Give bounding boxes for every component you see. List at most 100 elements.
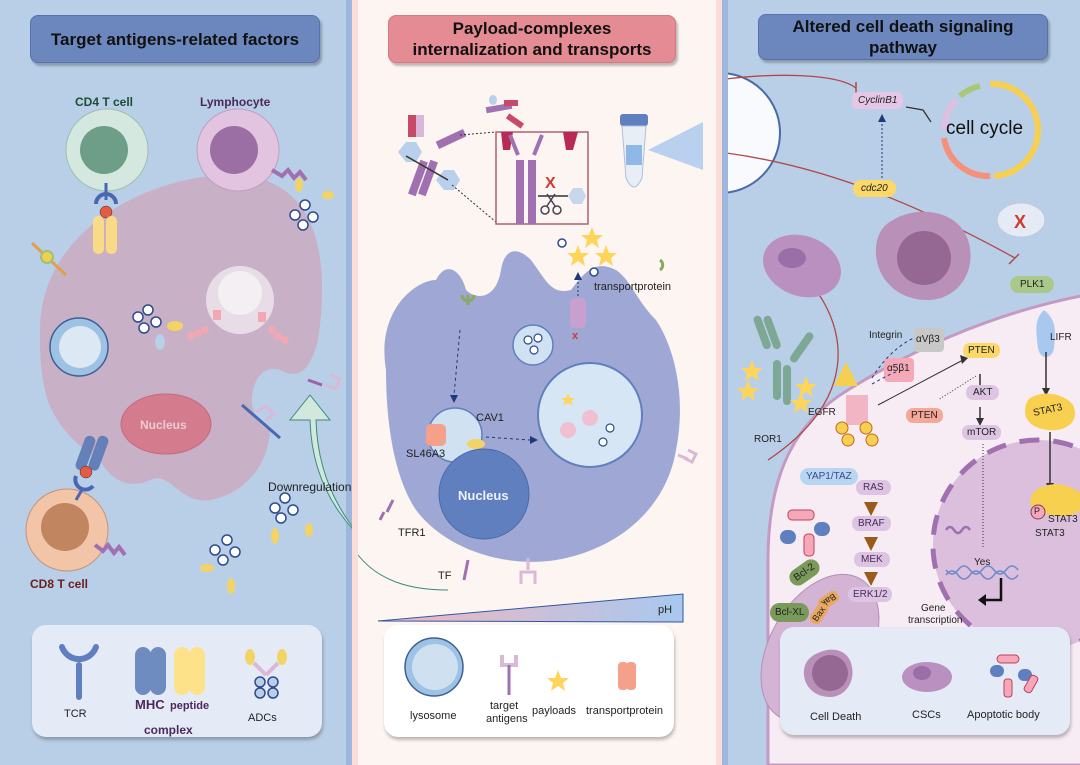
label-cd4-t-cell: CD4 T cell (75, 95, 134, 109)
panel-cell-death-signaling: Altered cell death signaling pathway (722, 0, 1080, 765)
label-p: P (1034, 506, 1041, 516)
adc-antibody-icon (753, 315, 814, 405)
node-braf: BRAF (852, 516, 891, 531)
tcr-icon (59, 644, 99, 663)
legend-peptide-label: peptide (170, 700, 210, 712)
title-line-2: internalization and transports (412, 40, 652, 59)
node-cdc20: cdc20 (853, 180, 896, 197)
antibody-icon (398, 115, 467, 197)
node-plk1: PLK1 (1010, 276, 1055, 293)
node-yap1-taz: YAP1/TAZ (800, 468, 858, 485)
integrin-avb3 (914, 328, 944, 352)
legend-target-label-2: antigens (486, 713, 528, 725)
legend-cell-death-label: Cell Death (810, 711, 862, 723)
legend-complex-label: complex (144, 723, 193, 737)
target-antigen-legend-icon (500, 655, 518, 667)
vial-icon (620, 114, 648, 188)
legend-apoptotic-body-label: Apoptotic body (967, 709, 1040, 721)
svg-text:x: x (572, 330, 579, 342)
label-cell-cycle: cell cycle (946, 118, 1024, 139)
apoptotic-body-legend-icon (990, 654, 1039, 698)
integrin-a5b1 (884, 358, 914, 382)
node-stat3-dimer: STAT3 (1035, 528, 1065, 539)
label-yes: Yes (974, 557, 991, 568)
legend-lysosome-label: lysosome (410, 710, 457, 722)
title-line-1: Payload-complexes (452, 19, 612, 38)
peptide-icon (174, 647, 205, 695)
egfr-ligand (834, 362, 858, 386)
title-text: Target antigens-related factors (50, 29, 300, 49)
mitosis-block-icon (996, 202, 1046, 238)
left-illustration (25, 108, 352, 594)
scissors-icon (540, 193, 562, 215)
downregulation-arrow (288, 394, 352, 529)
payload-stars (567, 227, 617, 266)
ph-gradient-wedge (377, 593, 684, 623)
label-transcription: transcription (908, 615, 963, 626)
target-antigen-icons (378, 258, 699, 584)
lifr-receptor (1036, 310, 1055, 357)
legend-transportprotein-label: transportprotein (586, 705, 664, 717)
label-transportprotein: transportprotein (594, 281, 672, 293)
legend-tcr-label: TCR (64, 708, 87, 720)
csc-legend-icon (902, 662, 952, 692)
label-nucleus-left: Nucleus (140, 418, 187, 432)
nucleus-middle (438, 448, 530, 540)
adc-legend-icon (245, 649, 287, 699)
node-mek: MEK (854, 552, 890, 567)
middle-illustration: X x (358, 95, 703, 623)
transportprotein-channel (570, 298, 586, 328)
label-lymphocyte: Lymphocyte (200, 95, 271, 109)
dna-icon (945, 565, 1019, 580)
panel-title-cell-death: Altered cell death signaling pathway (758, 14, 1048, 60)
svg-text:X: X (1014, 212, 1026, 232)
label-sl46a3: SL46A3 (406, 448, 446, 460)
apoptotic-body-icon (780, 509, 830, 557)
mhc-icon (135, 647, 166, 695)
legend-adcs-label: ADCs (248, 712, 277, 724)
cleavage-zoom-box (495, 131, 589, 225)
node-mtor: mTOR (962, 425, 1002, 440)
tumor-cell (40, 175, 323, 501)
label-cd8-t-cell: CD8 T cell (30, 577, 89, 591)
legend-right: Cell Death CSCs Apoptotic body (780, 627, 1070, 735)
node-akt: AKT (966, 385, 1000, 400)
label-gene: Gene (921, 603, 946, 614)
label-ror1: ROR1 (754, 434, 782, 445)
node-erk: ERK1/2 (848, 587, 893, 602)
panel-target-antigens: Target antigens-related factors (0, 0, 352, 765)
legend-payloads-label: payloads (532, 705, 577, 717)
node-ras: RAS (856, 480, 891, 495)
legend-cscs-label: CSCs (912, 709, 941, 721)
label-downregulation: Downregulation (268, 480, 352, 494)
legend-middle: lysosome target antigens payloads transp… (384, 625, 674, 737)
panel-title-payload-complexes: Payload-complexes internalization and tr… (388, 15, 676, 63)
adc-zoom-circle (728, 72, 781, 194)
node-pten-top: PTEN (963, 343, 1000, 358)
dead-cell-icon (875, 211, 971, 300)
legend-mhc-label: MHC (135, 697, 165, 712)
label-cav1: CAV1 (476, 412, 504, 424)
stat3-blob (1024, 393, 1076, 431)
egfr-receptor (846, 395, 868, 425)
payload-legend-icon (547, 670, 569, 691)
node-avb3: αVβ3 (916, 334, 940, 345)
panel-payload-complexes: Payload-complexes internalization and tr… (352, 0, 722, 765)
legend-target-label-1: target (490, 700, 519, 712)
label-lifr: LIFR (1050, 332, 1072, 343)
panel-title-target-antigens: Target antigens-related factors (30, 15, 320, 63)
csc-cell-icon (763, 234, 841, 298)
node-a5b1: α5β1 (887, 363, 910, 374)
label-tfr1: TFR1 (398, 527, 426, 539)
node-pten-bottom: PTEN (906, 408, 943, 423)
label-egfr: EGFR (808, 407, 836, 418)
title-line-2: pathway (868, 38, 938, 57)
adc-icon (132, 304, 183, 350)
label-ph: pH (658, 604, 673, 616)
nucleus-shape (120, 393, 212, 455)
legend-left: TCR MHC peptide complex ADCs (32, 625, 322, 737)
node-bclxl: Bcl-XL (770, 603, 810, 622)
sl46a3-icon (426, 424, 446, 446)
label-tf: TF (438, 570, 452, 582)
cell-cycle-ring (941, 80, 1041, 180)
